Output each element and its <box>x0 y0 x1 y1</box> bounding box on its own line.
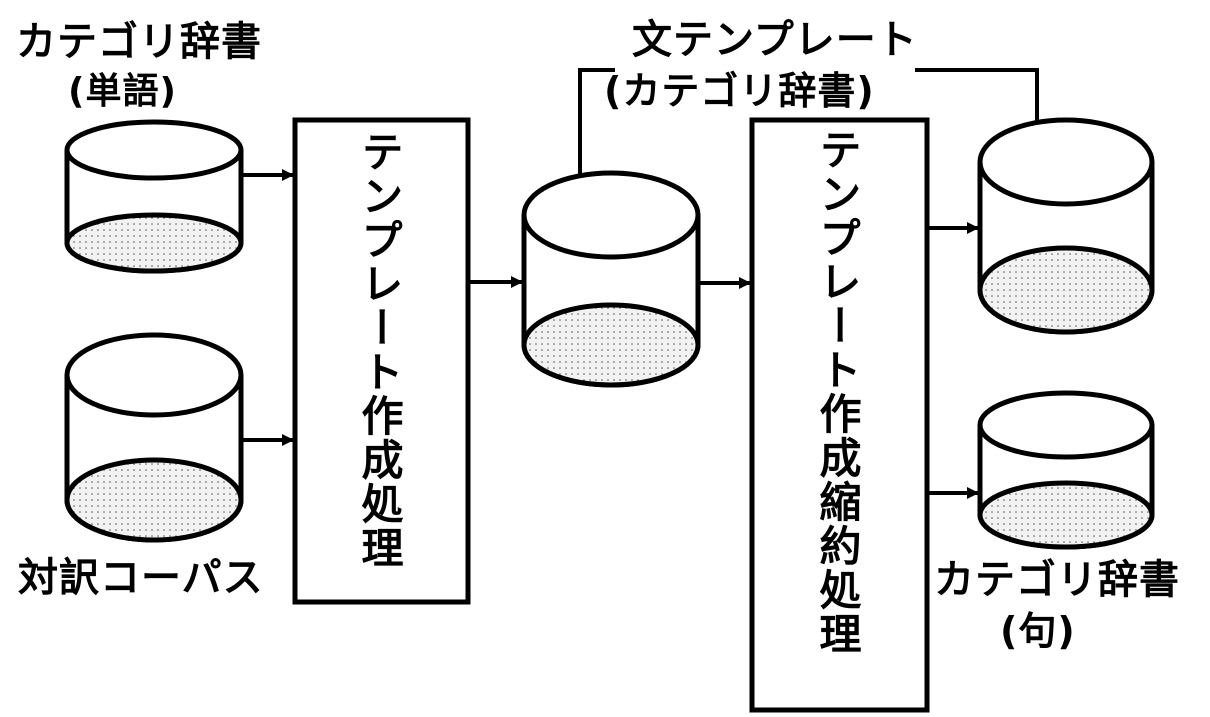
connector-sentence-template-right <box>915 68 1039 122</box>
process-label-template-reduction: テンプレート作成縮約処理 <box>813 128 862 656</box>
database-parallel-corpus <box>64 332 244 543</box>
database-template-output <box>521 170 701 388</box>
label-parallel-corpus: 対訳コーパス <box>18 555 264 601</box>
process-box-template-reduction <box>749 117 930 713</box>
label-phrase-category-dict: カテゴリ辞書 <box>934 557 1180 603</box>
process-label-template-creation: テンプレート作成処理 <box>355 130 404 570</box>
database-word-category-dict <box>64 119 244 274</box>
sublabel-sentence-template: (カテゴリ辞書) <box>604 69 875 113</box>
label-sentence-template: 文テンプレート <box>632 17 918 63</box>
database-phrase-category-dict <box>977 390 1155 550</box>
process-box-template-creation <box>292 117 471 605</box>
sublabel-phrase-category-dict: (句) <box>1000 609 1076 653</box>
sublabel-word-category-dict: (単語) <box>68 71 177 112</box>
database-reduced-template <box>977 117 1155 335</box>
label-word-category-dict: カテゴリ辞書 <box>16 19 262 65</box>
connector-sentence-template <box>578 68 615 174</box>
